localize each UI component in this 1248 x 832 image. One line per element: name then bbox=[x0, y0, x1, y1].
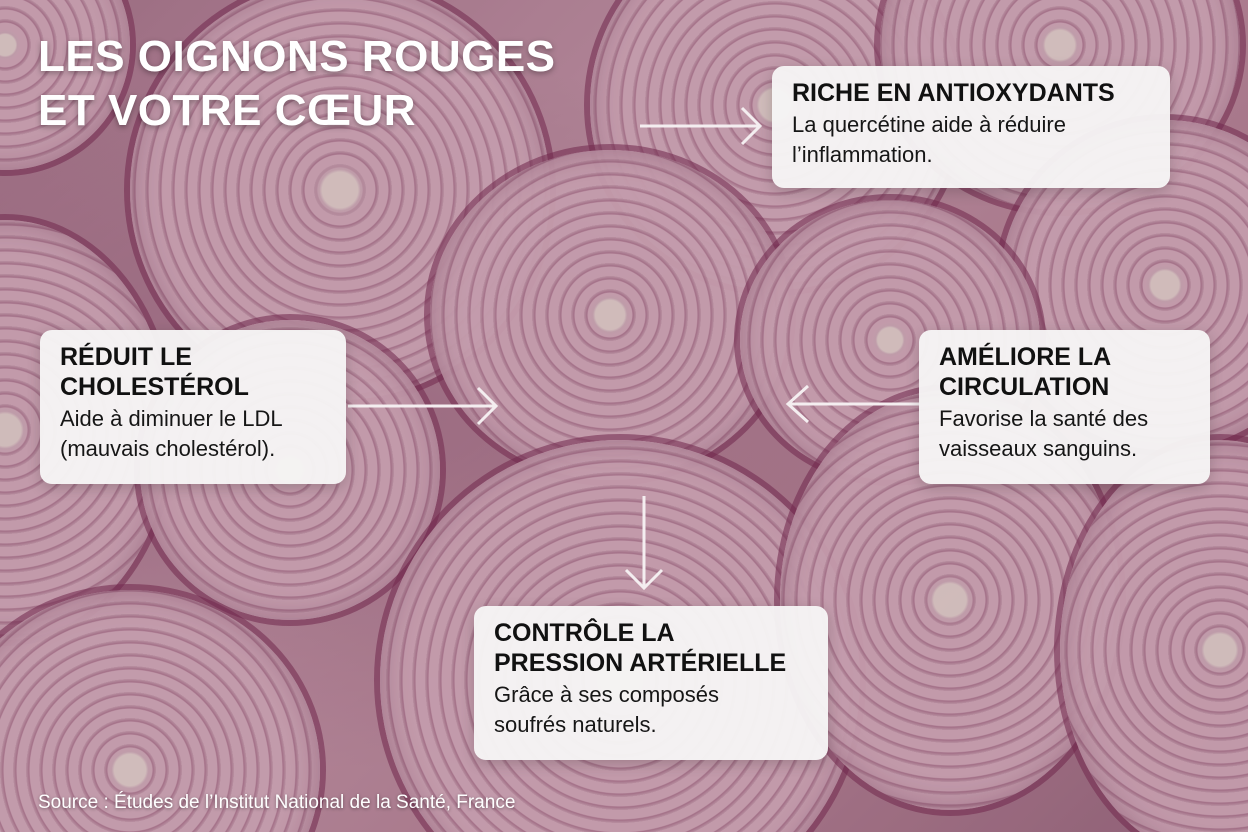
card-text: Favorise la santé des vaisseaux sanguins… bbox=[939, 404, 1190, 464]
card-text: Aide à diminuer le LDL (mauvais cholesté… bbox=[60, 404, 326, 464]
card-heading: RÉDUIT LE CHOLESTÉROL bbox=[60, 342, 326, 402]
title-line-1: LES OIGNONS ROUGES bbox=[38, 32, 556, 81]
card-heading: RICHE EN ANTIOXYDANTS bbox=[792, 78, 1150, 108]
heading-line: CONTRÔLE LA bbox=[494, 619, 675, 647]
heading-line: RÉDUIT LE bbox=[60, 343, 192, 371]
text-line: vaisseaux sanguins. bbox=[939, 436, 1138, 461]
card-cholesterol: RÉDUIT LE CHOLESTÉROL Aide à diminuer le… bbox=[40, 330, 346, 484]
text-line: l’inflammation. bbox=[792, 142, 933, 167]
title-line-2: ET VOTRE CŒUR bbox=[38, 86, 417, 135]
card-blood-pressure: CONTRÔLE LA PRESSION ARTÉRIELLE Grâce à … bbox=[474, 606, 828, 760]
card-text: Grâce à ses composés soufrés naturels. bbox=[494, 680, 808, 740]
text-line: soufrés naturels. bbox=[494, 712, 657, 737]
card-text: La quercétine aide à réduire l’inflammat… bbox=[792, 110, 1150, 170]
card-heading: AMÉLIORE LA CIRCULATION bbox=[939, 342, 1190, 402]
text-line: La quercétine aide à réduire bbox=[792, 112, 1066, 137]
heading-line: CHOLESTÉROL bbox=[60, 373, 249, 401]
text-line: Grâce à ses composés bbox=[494, 682, 719, 707]
card-antioxidants: RICHE EN ANTIOXYDANTS La quercétine aide… bbox=[772, 66, 1170, 188]
heading-line: CIRCULATION bbox=[939, 373, 1110, 401]
arrow-down-icon bbox=[624, 496, 664, 591]
card-heading: CONTRÔLE LA PRESSION ARTÉRIELLE bbox=[494, 618, 808, 678]
arrow-left-icon bbox=[785, 384, 920, 424]
text-line: (mauvais cholestérol). bbox=[60, 436, 276, 461]
arrow-right-icon bbox=[640, 106, 763, 146]
onion-slice bbox=[430, 150, 790, 480]
arrow-right-icon bbox=[348, 386, 499, 426]
page-title: LES OIGNONS ROUGES ET VOTRE CŒUR bbox=[38, 30, 556, 138]
source-caption: Source : Études de l’Institut National d… bbox=[38, 792, 516, 813]
card-circulation: AMÉLIORE LA CIRCULATION Favorise la sant… bbox=[919, 330, 1210, 484]
heading-line: RICHE EN ANTIOXYDANTS bbox=[792, 79, 1115, 107]
text-line: Aide à diminuer le LDL bbox=[60, 406, 283, 431]
heading-line: PRESSION ARTÉRIELLE bbox=[494, 649, 787, 677]
text-line: Favorise la santé des bbox=[939, 406, 1149, 431]
heading-line: AMÉLIORE LA bbox=[939, 343, 1112, 371]
